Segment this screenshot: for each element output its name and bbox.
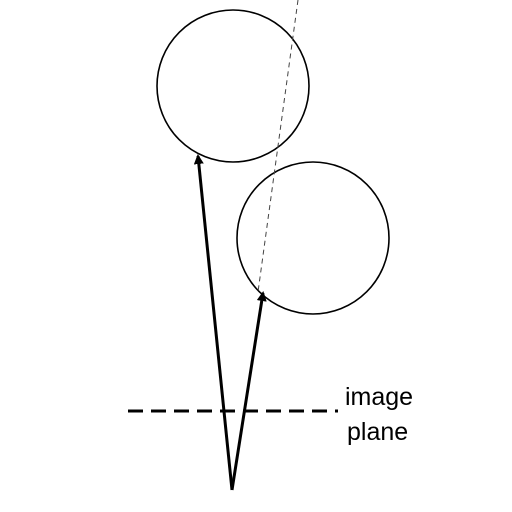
upper-sphere <box>156 9 310 163</box>
ray-to-lower-sphere <box>230 291 267 491</box>
lower-sphere <box>236 161 390 315</box>
ray-to-upper-sphere <box>193 154 234 491</box>
image-plane-label-line2: plane <box>347 418 408 446</box>
image-plane-label-line1: image <box>345 383 413 411</box>
ray-extension-dashed-line <box>257 0 299 293</box>
